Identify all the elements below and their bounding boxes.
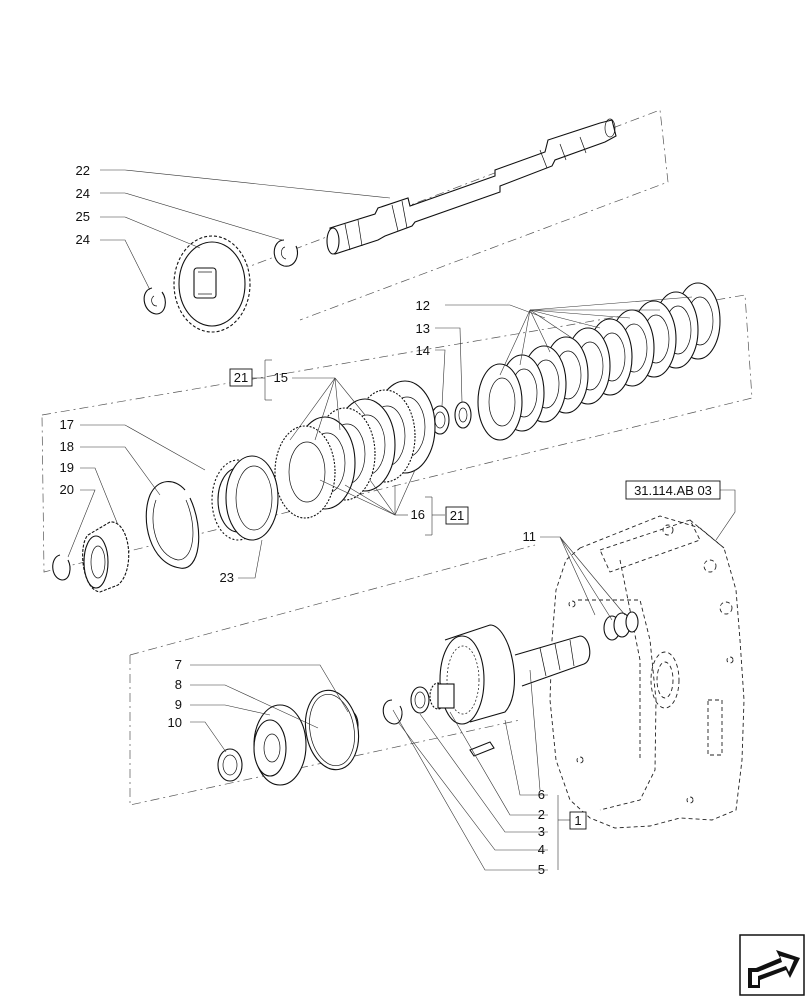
spring-ring-part-18 [145, 481, 200, 569]
pin-part [469, 741, 495, 757]
callout-7: 7 [175, 657, 182, 672]
callout-13: 13 [416, 321, 430, 336]
pinion-part-2 [429, 682, 455, 710]
boxed-callout-1[interactable]: 1 [569, 811, 587, 830]
clutch-plates-part-12 [477, 282, 721, 441]
assembly-planes [41, 109, 753, 806]
splined-hub-part-19 [82, 521, 130, 593]
next-page-arrow-icon [748, 950, 800, 988]
callout-21-lower: 21 [450, 508, 464, 523]
callout-11: 11 [523, 529, 537, 544]
reference-link-housing[interactable]: 31.114.AB 03 [625, 480, 721, 500]
washer-part-3 [410, 686, 430, 714]
callout-16: 16 [411, 507, 425, 522]
seal-rings-part-11 [603, 611, 639, 641]
friction-disc-pack-part-15-16 [274, 380, 436, 519]
piston-cover-part-9 [253, 704, 307, 786]
callout-17: 17 [60, 417, 74, 432]
callout-5: 5 [538, 862, 545, 877]
disc-part-23 [225, 455, 279, 541]
washer-part-13 [454, 401, 472, 429]
callout-6: 6 [538, 787, 545, 802]
callout-14: 14 [416, 343, 430, 358]
planetary-drum-part-6 [439, 624, 591, 725]
boxed-callout-21-upper[interactable]: 21 [229, 368, 253, 387]
callout-4: 4 [538, 842, 545, 857]
callout-9: 9 [175, 697, 182, 712]
friction-disc-bore [288, 441, 326, 503]
next-page-button[interactable] [739, 934, 805, 996]
plate-outer [477, 363, 523, 441]
plate-inner [488, 377, 516, 427]
shaft-part-22 [326, 118, 617, 255]
callout-1: 1 [574, 813, 581, 828]
callout-24-lower: 24 [76, 232, 90, 247]
callout-8: 8 [175, 677, 182, 692]
callout-24-upper: 24 [76, 186, 90, 201]
callout-labels: 22 24 25 24 12 13 14 15 17 18 19 20 23 1… [60, 163, 545, 877]
callout-19: 19 [60, 460, 74, 475]
friction-disc [274, 425, 336, 519]
callout-22: 22 [76, 163, 90, 178]
snap-ring-part-24-lower [143, 287, 166, 315]
callout-12: 12 [416, 298, 430, 313]
transmission-housing [549, 515, 745, 829]
leader-lines [67, 169, 736, 871]
snap-ring-part-20 [52, 554, 71, 581]
callout-25: 25 [76, 209, 90, 224]
washer-part-10 [217, 748, 243, 782]
o-ring-part-8 [304, 689, 360, 771]
callout-23: 23 [220, 570, 234, 585]
reference-label: 31.114.AB 03 [634, 483, 712, 498]
boxed-callout-21-lower[interactable]: 21 [445, 506, 469, 525]
callout-20: 20 [60, 482, 74, 497]
gear-part-25 [173, 235, 251, 333]
callout-3: 3 [538, 824, 545, 839]
callout-21-upper: 21 [234, 370, 248, 385]
callout-15: 15 [274, 370, 288, 385]
callout-18: 18 [60, 439, 74, 454]
snap-ring-part-24-upper [273, 239, 299, 267]
callout-2: 2 [538, 807, 545, 822]
callout-10: 10 [168, 715, 182, 730]
